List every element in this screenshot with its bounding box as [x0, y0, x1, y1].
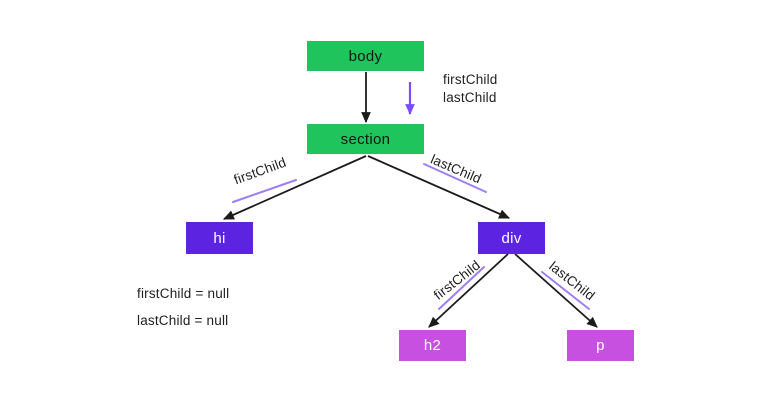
edge-section-to-div — [367, 155, 511, 219]
node-hi: hi — [186, 222, 253, 254]
edge-section-to-hi — [222, 155, 367, 220]
edge-div-to-h2 — [428, 253, 509, 328]
child-pointer-legend: firstChild lastChild — [443, 71, 498, 107]
underline-div-lastchild — [541, 271, 590, 310]
note-firstchild-null: firstChild = null — [137, 286, 230, 301]
legend-lastchild: lastChild — [443, 90, 497, 105]
legend-firstchild: firstChild — [443, 72, 498, 87]
node-p: p — [567, 330, 634, 361]
node-body: body — [307, 41, 424, 71]
edge-div-to-p — [514, 253, 598, 328]
node-h2: h2 — [399, 330, 466, 361]
underline-section-firstchild — [232, 179, 297, 203]
note-lastchild-null: lastChild = null — [137, 313, 229, 328]
underline-section-lastchild — [423, 163, 487, 193]
node-div: div — [478, 222, 545, 254]
underline-div-firstchild — [438, 266, 485, 310]
node-section: section — [307, 124, 424, 154]
